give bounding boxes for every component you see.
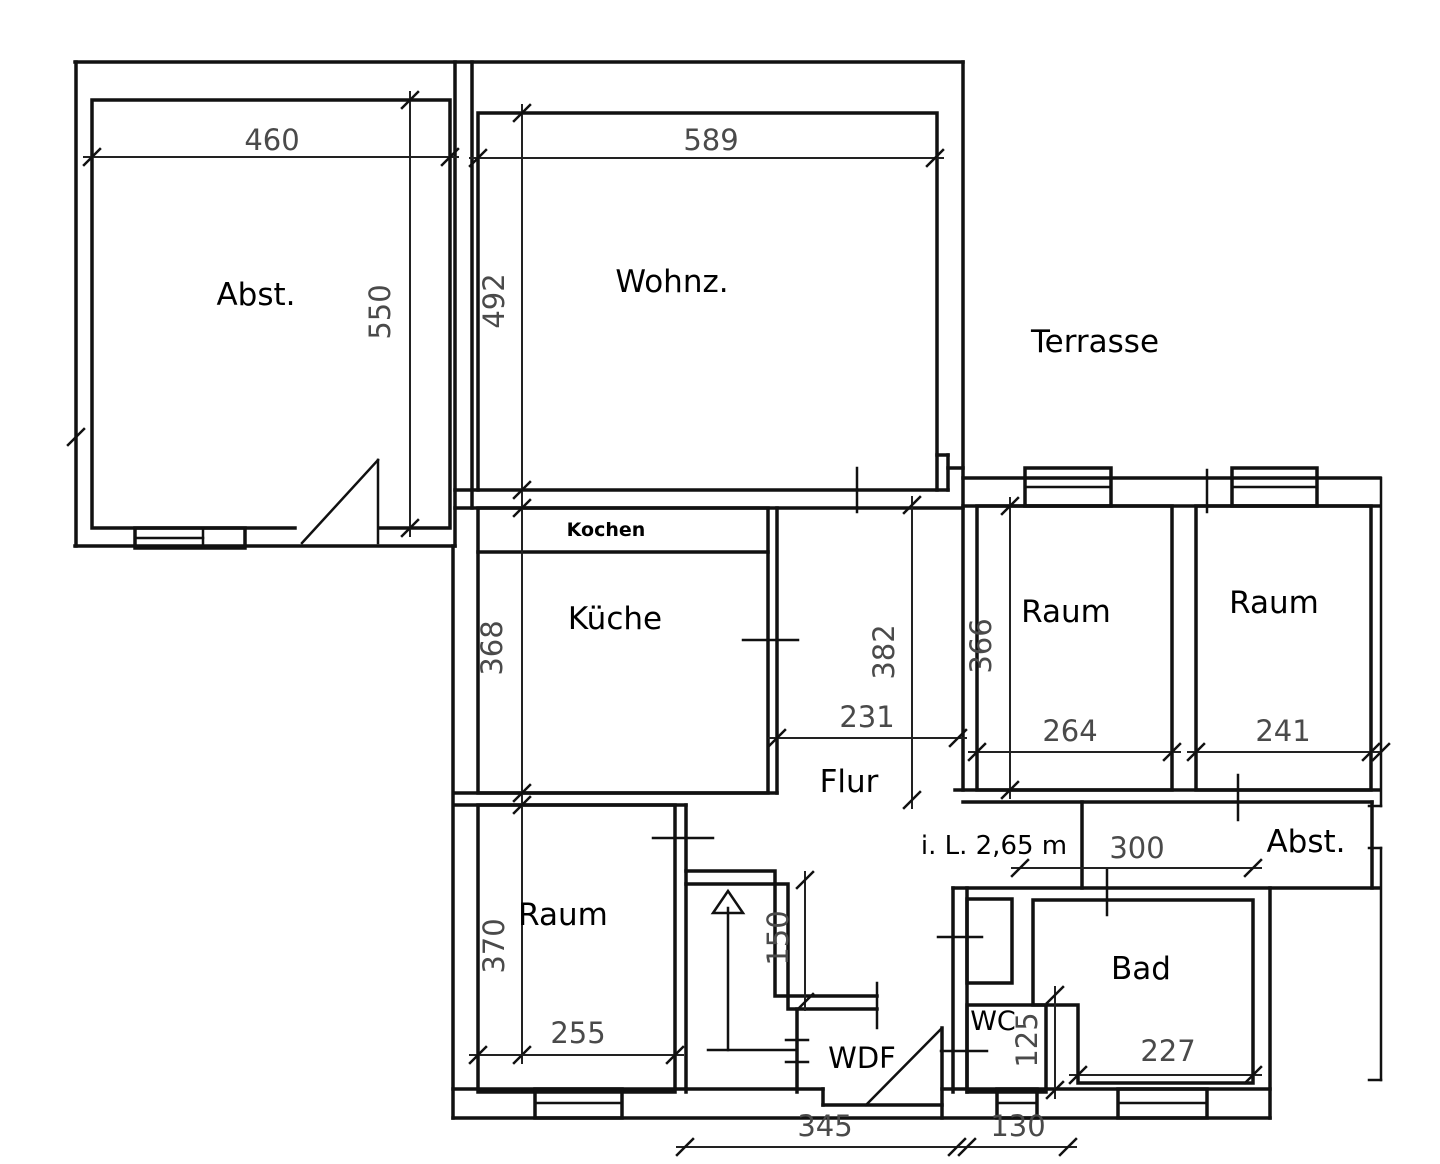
room-label-flur: Flur <box>820 764 879 800</box>
dim-value: 345 <box>797 1109 852 1143</box>
dim-value: 589 <box>683 123 738 157</box>
doors-layer <box>66 427 1240 1107</box>
dimension-raum-r2-width: 241 <box>1186 714 1381 762</box>
room-label-wohnz: Wohnz. <box>615 264 728 300</box>
dimension-bad-width: 227 <box>1068 1034 1263 1085</box>
dimension-kueche-height: 368 <box>475 498 532 803</box>
clearance-note: i. L. 2,65 m <box>921 831 1067 861</box>
dim-value: 255 <box>550 1016 605 1050</box>
dimension-raum-r1-width: 264 <box>967 714 1182 762</box>
dim-value: 241 <box>1255 714 1310 748</box>
dimension-abst-br-width: 300 <box>1010 831 1263 878</box>
dim-value: 370 <box>477 918 511 973</box>
stairs-direction-arrow <box>706 888 799 1052</box>
window-bad <box>1116 1087 1209 1120</box>
room-label-wdf: WDF <box>828 1041 896 1075</box>
dim-value: 264 <box>1042 714 1097 748</box>
room-label-abst-bottom-right: Abst. <box>1266 824 1345 860</box>
dimension-raum-r1-height: 366 <box>964 496 1020 800</box>
room-labels-layer: Abst. Wohnz. Terrasse Kochen Küche Raum … <box>216 264 1345 1075</box>
room-label-abst-top-left: Abst. <box>216 277 295 313</box>
dimension-entry-width: 345 <box>675 1109 967 1157</box>
dimension-raum-bl-height: 370 <box>477 795 532 1065</box>
dimension-stair-recess: 150 <box>761 870 815 1012</box>
dim-value: 125 <box>1010 1012 1044 1067</box>
dimension-wc-height: 125 <box>1010 985 1065 1100</box>
dimension-wc-width: 130 <box>957 1109 1078 1157</box>
dimensions-layer: 460 550 589 492 368 <box>82 90 1381 1157</box>
dim-value: 366 <box>964 618 998 673</box>
door-entry-wdf <box>864 1026 944 1107</box>
dimension-abst-tl-width: 460 <box>82 123 460 167</box>
room-label-raum-right-1: Raum <box>1021 594 1111 630</box>
dim-value: 231 <box>839 700 894 734</box>
dimension-wohnz-width: 589 <box>468 123 945 168</box>
walls-layer <box>73 60 1391 1120</box>
dimension-wohnz-height: 492 <box>477 103 532 500</box>
room-label-raum-bottom-left: Raum <box>518 897 608 933</box>
room-label-kochen: Kochen <box>567 519 646 541</box>
dim-value: 550 <box>363 284 397 339</box>
windows-layer <box>133 466 1319 1120</box>
dim-value: 300 <box>1109 831 1164 865</box>
dimension-abst-tl-height: 550 <box>363 90 420 538</box>
window-abst-top-left <box>133 526 247 550</box>
tick-left-wall <box>66 427 86 447</box>
dim-value: 382 <box>867 624 901 679</box>
window-raum-bottom-left <box>533 1087 624 1120</box>
room-label-wc: WC <box>970 1006 1016 1037</box>
dim-value: 227 <box>1140 1034 1195 1068</box>
dimension-raum-bl-width: 255 <box>468 1016 685 1065</box>
dim-value: 460 <box>244 123 299 157</box>
door-abst-top-left <box>300 458 380 545</box>
window-raum-right-2 <box>1230 466 1319 508</box>
window-raum-right-1 <box>1023 466 1113 508</box>
room-label-bad: Bad <box>1111 951 1171 987</box>
dimension-flur-height: 382 <box>867 495 922 810</box>
dim-value: 492 <box>477 273 511 328</box>
room-label-kueche: Küche <box>568 601 662 637</box>
dimension-flur-width: 231 <box>767 700 968 748</box>
room-label-terrasse: Terrasse <box>1030 324 1159 360</box>
dim-value: 130 <box>990 1109 1045 1143</box>
dim-value: 368 <box>475 620 509 675</box>
room-label-raum-right-2: Raum <box>1229 585 1319 621</box>
window-wc <box>995 1087 1039 1120</box>
dim-value: 150 <box>761 910 795 965</box>
